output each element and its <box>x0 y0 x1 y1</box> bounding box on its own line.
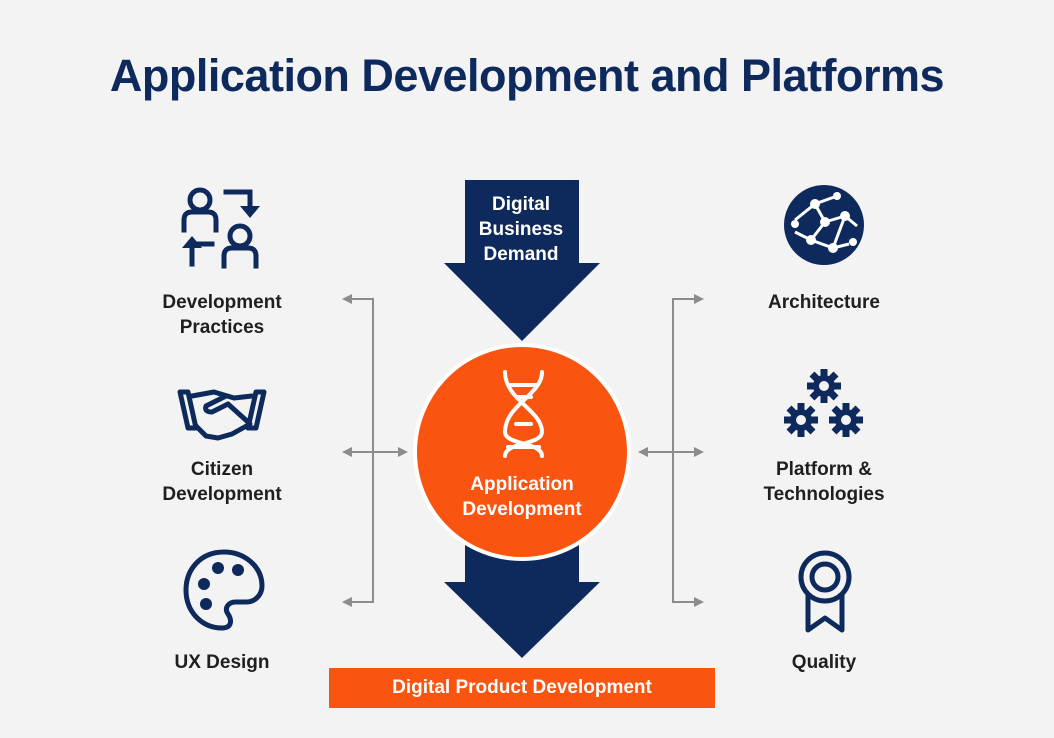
label-line: Architecture <box>768 292 880 313</box>
page-title: Application Development and Platforms <box>109 50 945 101</box>
left-bracket-line <box>351 298 374 603</box>
output-arrow <box>444 520 600 658</box>
input-label-line-1: Digital <box>491 194 551 215</box>
label-line: Technologies <box>763 484 885 505</box>
arrowhead-right-top <box>694 294 704 304</box>
network-globe-icon <box>784 185 864 265</box>
input-label-line-3: Demand <box>483 244 559 265</box>
label-line: UX Design <box>174 652 270 673</box>
arrowhead-left-bottom <box>342 597 352 607</box>
arrowhead-left-top <box>342 294 352 304</box>
label-quality: Quality <box>714 650 934 675</box>
people-exchange-icon <box>181 187 260 269</box>
arrowhead-right-bottom <box>694 597 704 607</box>
core-label: Application Development <box>420 472 624 522</box>
core-circle <box>413 343 631 561</box>
label-line: Citizen <box>190 459 254 480</box>
dna-icon <box>502 370 545 458</box>
core-label-line-2: Development <box>462 499 582 520</box>
handshake-icon <box>177 389 267 441</box>
label-ux-design: UX Design <box>112 650 332 675</box>
input-label-line-2: Business <box>478 219 564 240</box>
label-line: Quality <box>791 652 857 673</box>
palette-icon <box>183 549 265 631</box>
arrowhead-right-mid <box>694 447 704 457</box>
label-citizen-development: Citizen Development <box>112 457 332 507</box>
arrowhead-right-to-center <box>638 447 648 457</box>
label-line: Development <box>162 484 282 505</box>
arrowhead-left-to-center <box>398 447 408 457</box>
label-architecture: Architecture <box>714 290 934 315</box>
label-line: Practices <box>179 317 265 338</box>
output-bar: Digital Product Development <box>329 668 715 708</box>
label-development-practices: Development Practices <box>112 290 332 340</box>
arrowhead-left-mid <box>342 447 352 457</box>
label-line: Development <box>162 292 282 313</box>
core-label-line-1: Application <box>470 474 574 495</box>
right-bracket-line <box>672 298 695 603</box>
gears-icon <box>784 369 863 437</box>
label-platform-technologies: Platform & Technologies <box>714 457 934 507</box>
award-ribbon-icon <box>798 550 852 633</box>
label-line: Platform & <box>775 459 873 480</box>
input-arrow-label: Digital Business Demand <box>463 192 579 267</box>
input-arrow <box>444 180 600 341</box>
